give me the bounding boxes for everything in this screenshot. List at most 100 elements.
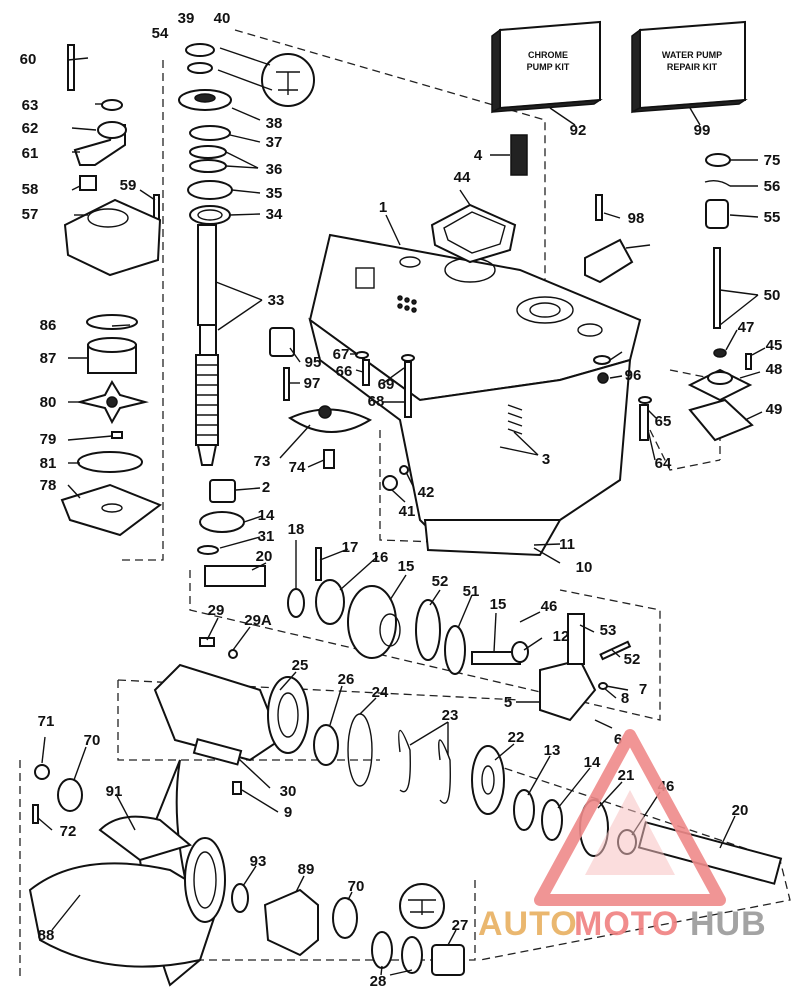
- label-28: 28: [370, 973, 387, 988]
- automotohub-watermark: AUTO MOTO HUB: [478, 729, 767, 943]
- label-25: 25: [292, 657, 309, 674]
- label-10: 10: [576, 559, 593, 576]
- label-36: 36: [266, 161, 283, 178]
- label-51: 49: [766, 401, 783, 418]
- watermark-hub: HUB: [690, 905, 767, 943]
- water-kit-label-2: REPAIR KIT: [667, 62, 718, 72]
- label-61: 59: [120, 177, 137, 194]
- label-19: 18: [288, 521, 305, 538]
- label-30: 30: [280, 783, 297, 800]
- label-64: 62: [22, 120, 39, 137]
- label-16: 15: [490, 596, 507, 613]
- label-4: 4: [474, 147, 483, 164]
- label-87: 87: [40, 350, 57, 367]
- label-93: 95: [305, 354, 322, 371]
- label-46: 46: [541, 598, 558, 615]
- label-22: 22: [508, 729, 525, 746]
- label-73: 70: [84, 732, 101, 749]
- chrome-pump-kit-box: CHROME PUMP KIT: [491, 20, 603, 114]
- label-29: 29: [208, 602, 225, 619]
- leader-lines: [37, 47, 766, 976]
- label-12: 12: [553, 628, 570, 645]
- label-20b: 20: [732, 802, 749, 819]
- label-40: 40: [214, 10, 231, 27]
- watermark-auto: AUTO: [478, 905, 578, 943]
- label-70: 68: [368, 393, 385, 410]
- label-63: 61: [22, 145, 39, 162]
- label-48: 48: [766, 361, 783, 378]
- label-26: 26: [338, 671, 355, 688]
- label-81: 80: [40, 394, 57, 411]
- label-15a: 14: [258, 507, 275, 524]
- bearing-housing-group: [153, 637, 783, 885]
- label-78: 75: [764, 152, 781, 169]
- right-side-parts: [430, 134, 754, 442]
- label-21: 21: [618, 767, 635, 784]
- label-7: 7: [639, 681, 647, 698]
- label-38: 38: [266, 115, 283, 132]
- label-92: 92: [570, 122, 587, 139]
- label-2: 2: [262, 479, 270, 496]
- label-55: 53: [600, 622, 617, 639]
- label-24: 24: [372, 684, 389, 701]
- label-62: 60: [20, 51, 37, 68]
- label-68: 66: [336, 363, 353, 380]
- water-pump-assembly: [60, 44, 163, 537]
- label-11: 11: [559, 536, 575, 553]
- label-44: 44: [454, 169, 471, 186]
- label-35: 35: [266, 185, 283, 202]
- label-50: 52: [624, 651, 641, 668]
- label-86: 86: [40, 317, 57, 334]
- label-37: 37: [266, 134, 283, 151]
- label-8: 8: [621, 690, 629, 707]
- label-53: 51: [463, 583, 480, 600]
- driveshaft: [195, 224, 219, 466]
- propshaft-gear-train: [204, 547, 632, 722]
- label-75: 72: [60, 823, 77, 840]
- label-9: 9: [284, 804, 292, 821]
- label-13: 13: [544, 742, 561, 759]
- label-45: 45: [766, 337, 783, 354]
- label-77: 74: [289, 459, 306, 476]
- label-58: 56: [764, 178, 781, 195]
- label-60: 58: [22, 181, 39, 198]
- label-17: 16: [372, 549, 389, 566]
- label-39: 39: [178, 10, 195, 27]
- part-number-labels: 39 40 5 4 60 63 62 61 58 59 57 38 37 36 3…: [20, 10, 783, 988]
- label-71: 69: [378, 376, 395, 393]
- chrome-kit-label-2: PUMP KIT: [527, 62, 570, 72]
- label-67: 65: [655, 413, 672, 430]
- label-15b: 15: [398, 558, 415, 575]
- label-65: 63: [22, 97, 39, 114]
- label-95: 97: [304, 375, 321, 392]
- chrome-kit-label-1: CHROME: [528, 50, 568, 60]
- mid-parts: [197, 327, 415, 555]
- label-23: 23: [442, 707, 459, 724]
- label-96: 98: [628, 210, 645, 227]
- upper-seal-stack: [178, 43, 233, 225]
- label-42: 42: [418, 484, 435, 501]
- label-5: 5: [504, 694, 512, 711]
- watermark-moto: MOTO: [574, 905, 679, 943]
- propeller-group: [28, 759, 465, 987]
- label-41: 41: [399, 503, 416, 520]
- label-59: 57: [22, 206, 39, 223]
- water-kit-label-1: WATER PUMP: [662, 50, 722, 60]
- label-76: 73: [254, 453, 271, 470]
- label-66: 64: [655, 455, 672, 472]
- label-74: 71: [38, 713, 55, 730]
- label-69: 67: [333, 346, 350, 363]
- watermark-triangle-icon: [534, 729, 726, 906]
- label-99: 99: [694, 122, 711, 139]
- label-52: 50: [764, 287, 781, 304]
- label-20a: 20: [256, 548, 273, 565]
- label-49: 47: [738, 319, 755, 336]
- label-91: 93: [250, 853, 267, 870]
- label-72: 70: [348, 878, 365, 895]
- label-14: 14: [584, 754, 601, 771]
- label-57: 55: [764, 209, 781, 226]
- label-54: 52: [432, 573, 449, 590]
- label-79: 78: [40, 477, 57, 494]
- label-18: 17: [342, 539, 359, 556]
